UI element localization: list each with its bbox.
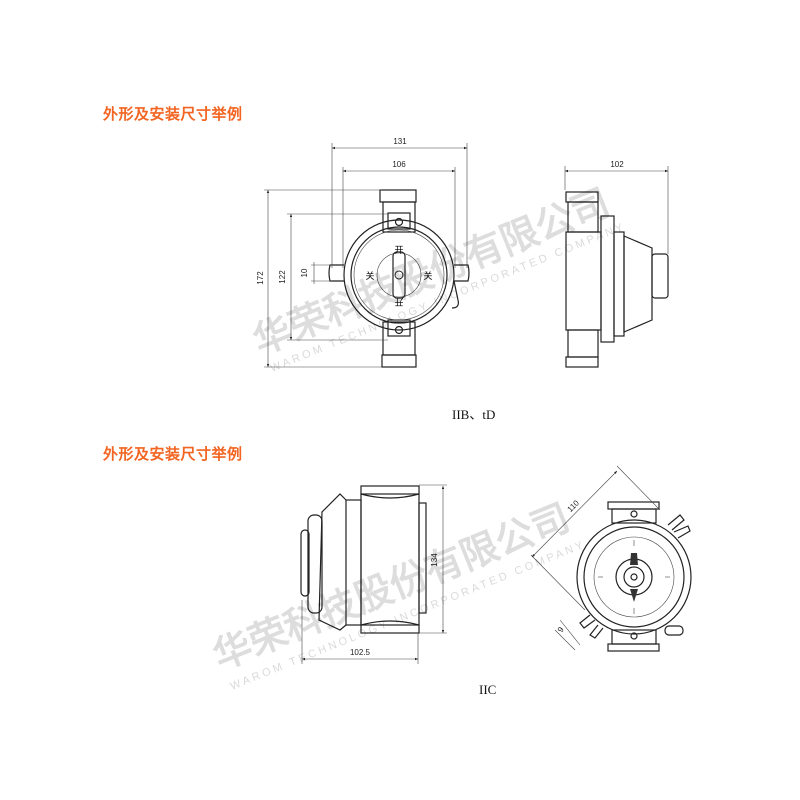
dim-102: 102 xyxy=(610,160,624,169)
svg-text:华荣科技股份有限公司: 华荣科技股份有限公司 xyxy=(207,495,576,678)
switch-label-top: 开 xyxy=(394,245,403,255)
iic-front-view: 110 9 xyxy=(530,465,692,652)
dim-10: 10 xyxy=(300,268,309,277)
dim-9: 9 xyxy=(556,625,566,634)
iib-dimensions: 131 106 172 122 10 xyxy=(256,137,468,368)
iib-side-view: 102 xyxy=(564,160,669,368)
switch-label-left: 关 xyxy=(365,270,374,281)
iic-side-view: 134 102.5 xyxy=(300,484,447,664)
dim-134: 134 xyxy=(430,553,439,567)
section-2-heading: 外形及安装尺寸举例 xyxy=(103,445,243,463)
switch-label-bottom: 开 xyxy=(394,297,403,307)
dim-106: 106 xyxy=(392,160,406,169)
dim-172: 172 xyxy=(256,271,265,285)
switch-label-right: 关 xyxy=(423,270,432,281)
iib-front-view: 开 关 关 开 xyxy=(328,189,470,368)
dim-131: 131 xyxy=(393,137,407,146)
section-2-caption: IIC xyxy=(479,682,497,697)
section-1-caption: IIB、tD xyxy=(452,407,496,422)
dim-110: 110 xyxy=(566,498,582,514)
dim-102-5: 102.5 xyxy=(350,648,371,657)
dim-122: 122 xyxy=(278,270,287,284)
watermark: 华荣科技股份有限公司 WAROM TECHNOLOGY INCORPORATED… xyxy=(207,180,628,693)
section-1-heading: 外形及安装尺寸举例 xyxy=(103,105,243,123)
